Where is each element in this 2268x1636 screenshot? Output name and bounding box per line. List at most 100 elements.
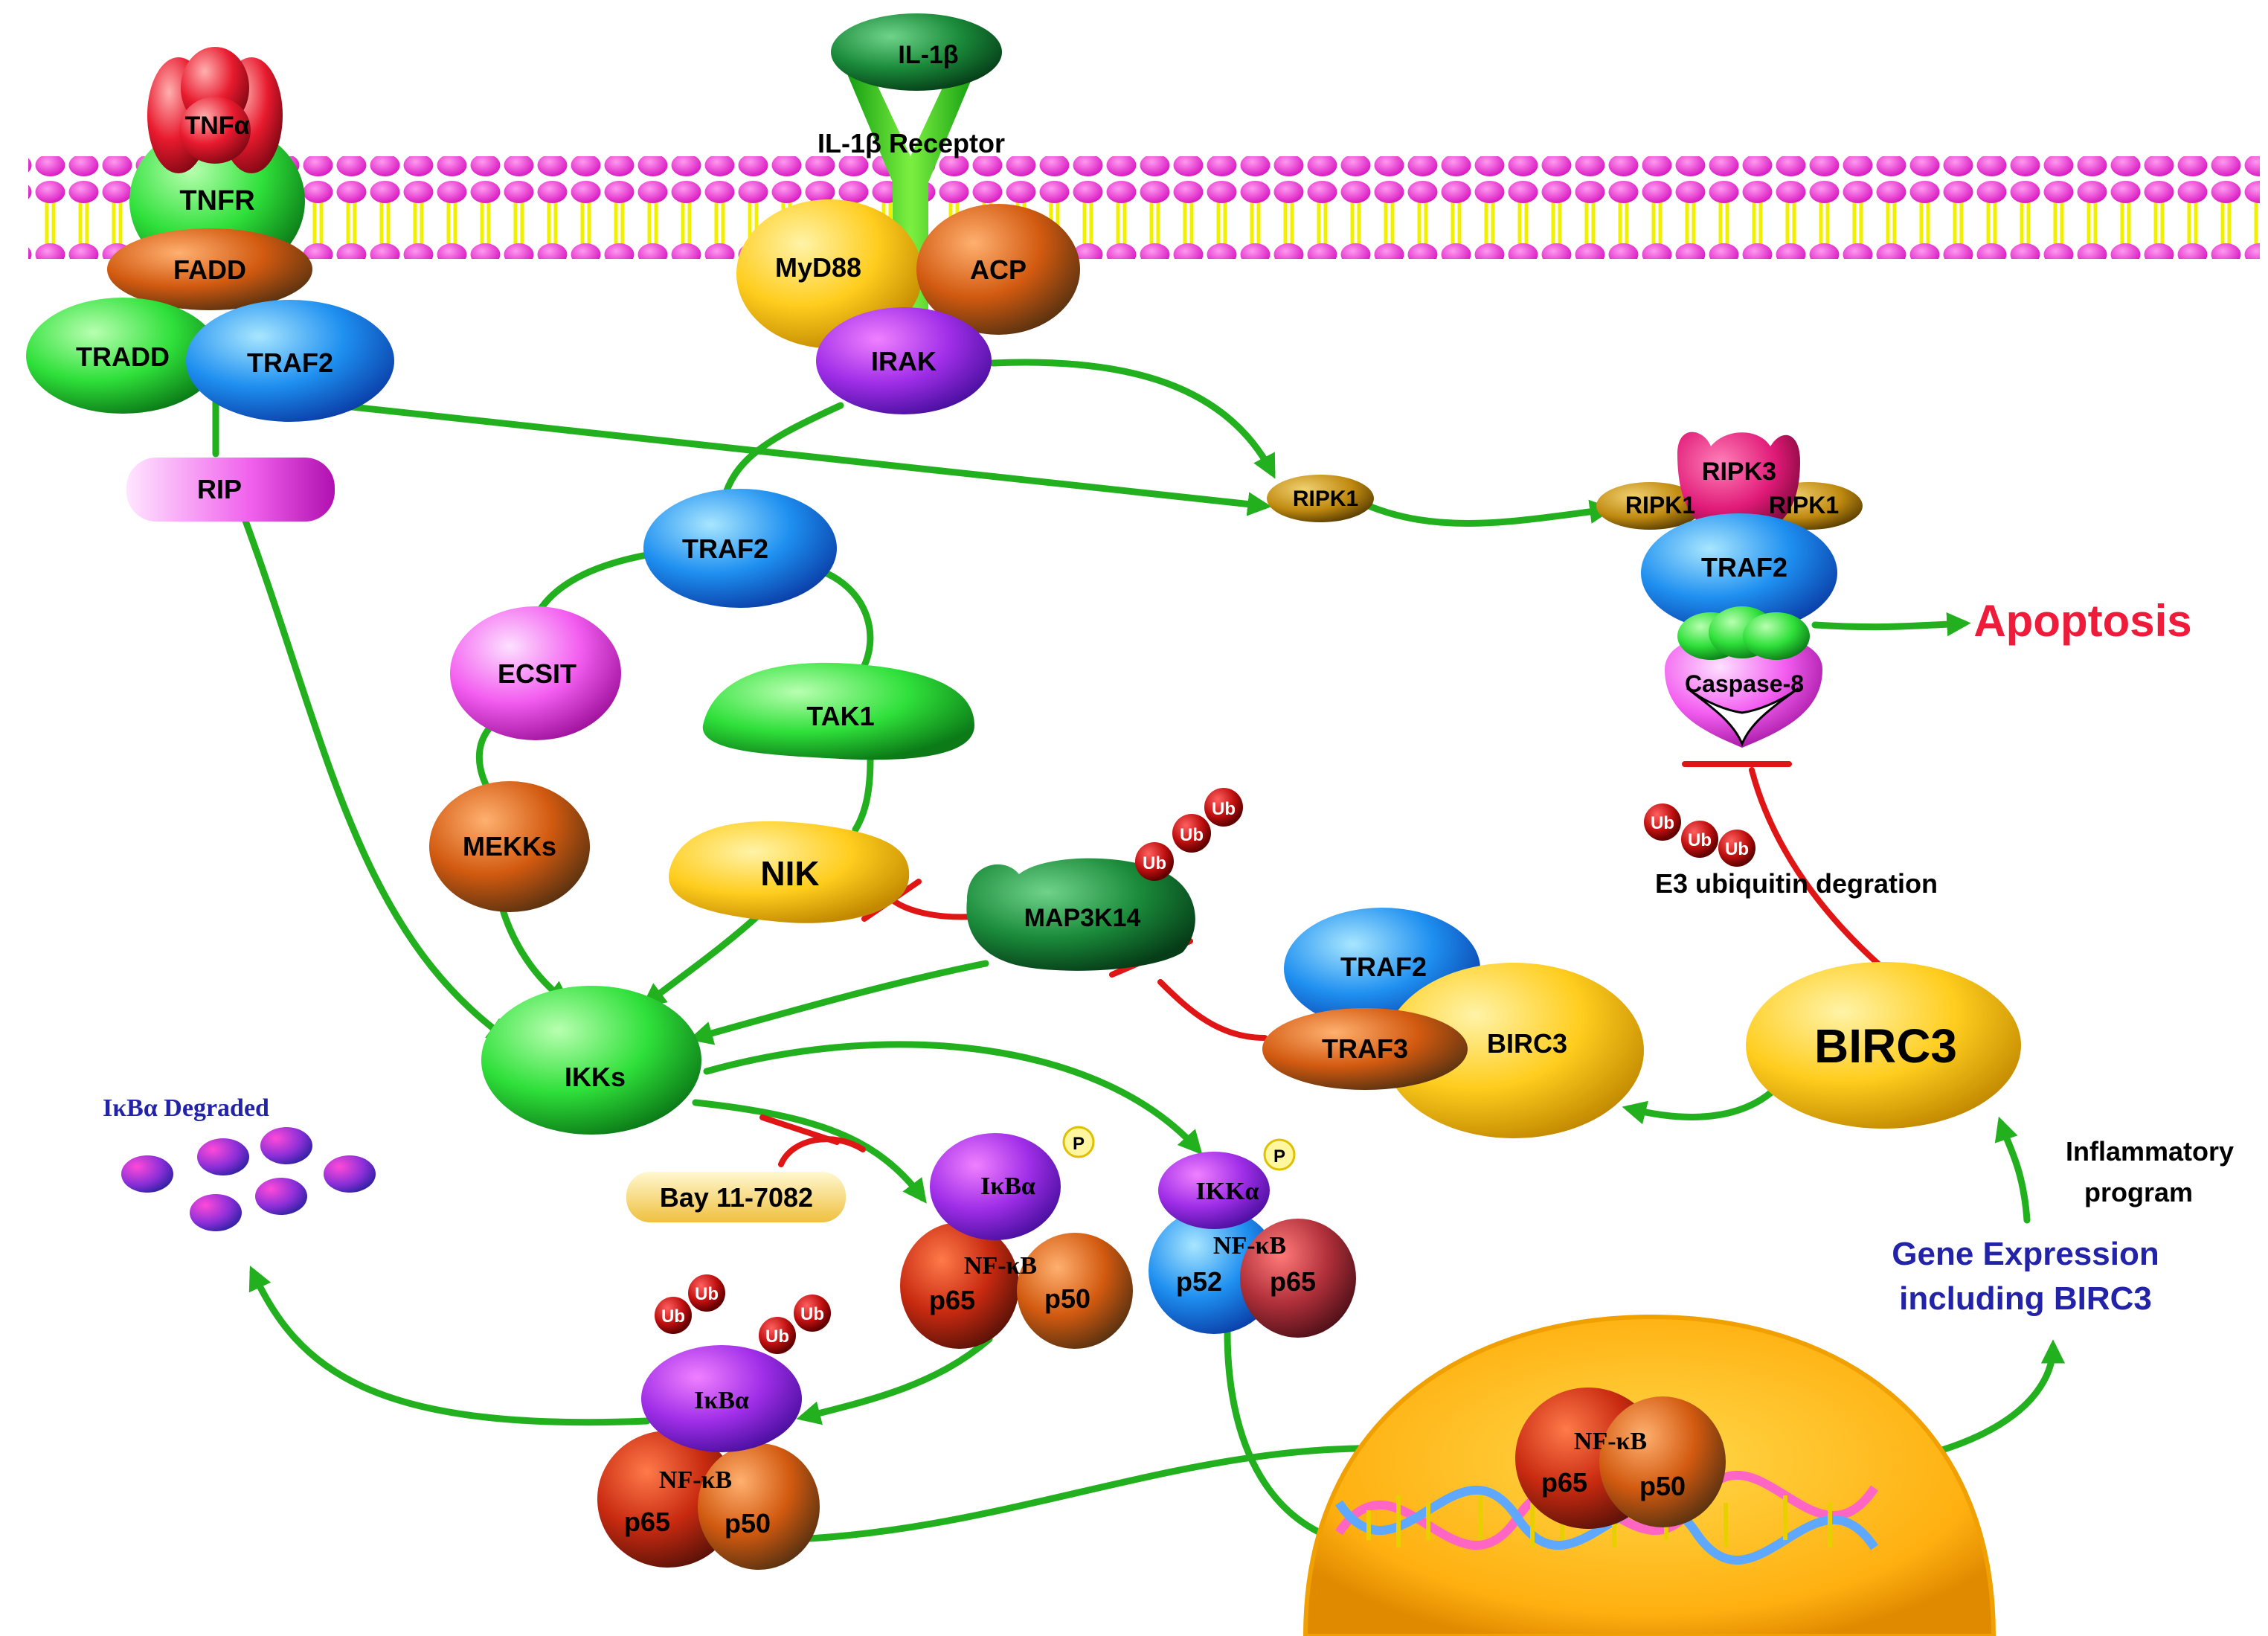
inhibit-bar-ikks [759,1114,840,1145]
ripk3 [1677,432,1800,536]
myd88-label: MyD88 [775,252,861,283]
tnf-receptor-complex: TNFα TNFR FADD TRADD TRAF2 RIP [26,47,394,522]
traf2-birc3-label: TRAF2 [1340,952,1427,982]
traf3-label: TRAF3 [1322,1033,1408,1064]
mekks-label: MEKKs [463,831,556,862]
fragment-3 [260,1127,312,1164]
ecsit-label: ECSIT [498,658,576,689]
birc3-main-label: BIRC3 [1814,1019,1957,1073]
phospho-upper [1062,1126,1095,1158]
ikba-lower [641,1345,802,1452]
arrow-nfkb-to-ikba-ub [796,1335,993,1425]
tradd [26,298,219,414]
inflammatory-label-2: program [2084,1177,2193,1207]
nucleus: NF-κB p65 p50 [1302,1314,1996,1636]
bay-label: Bay 11-7082 [660,1182,813,1213]
ecsit [450,606,621,740]
ikks [481,986,701,1135]
ub-lower-1-label: Ub [661,1306,685,1327]
activation-arrows [212,359,2066,1559]
gene-expression-label-1: Gene Expression [1892,1236,2159,1272]
ub-e3-1 [1644,803,1681,841]
nfkb-nucleus-p50 [1599,1396,1726,1527]
arrow-map3k14-to-ikks [688,960,989,1045]
arrow-to-degraded [248,1266,651,1426]
arrow-traf2-to-ripk1 [335,402,1272,516]
arrow-caspase-to-apoptosis [1811,612,1971,637]
nfkb-upper-p65 [900,1222,1019,1349]
fragment-1 [121,1155,173,1193]
arrow-ikks-to-ikka-complex [703,1041,1203,1155]
fragment-5 [255,1178,307,1215]
traf3 [1262,1008,1468,1090]
inhibit-bay-arc [778,1136,866,1167]
ub-map-1 [1135,842,1174,881]
map3k14-label: MAP3K14 [1024,904,1141,932]
nfkb-lower-label: NF-κB [659,1466,732,1494]
ub-lower-4 [794,1295,831,1332]
fragment-2 [197,1138,249,1175]
ub-lower-2-label: Ub [695,1284,719,1304]
inhibit-birc3-to-caspase8 [1749,767,1885,970]
birc3-traf-complex: TRAF2 BIRC3 TRAF3 BIRC3 [1262,908,2021,1138]
phospho-upper-label: P [1073,1134,1085,1154]
ub-lower-3 [759,1317,796,1354]
traf2-mid-label: TRAF2 [682,533,768,564]
ikba-lower-label: IκBα [694,1387,749,1414]
arrow-birc3-to-complex [1622,1086,1778,1125]
tak1 [702,662,974,760]
nfkb-lower-p65 [597,1431,739,1568]
ikka [1158,1152,1270,1229]
rip [126,458,335,522]
inhibit-birc3-to-map3k14 [1157,979,1268,1041]
rip-label: RIP [197,474,242,504]
nfkb-nucleus-label: NF-κB [1574,1428,1647,1455]
ub-lower-2 [688,1274,725,1312]
fragment-6 [190,1194,242,1231]
arrow-irak-to-ripk1 [989,359,1276,479]
tnfr-label: TNFR [179,185,254,216]
annotations: Inflammatory program Gene Expression inc… [1892,1136,2234,1317]
arrow-nik-to-ikks [641,911,762,1007]
ikba-nfkb-complex-upper: P IκBα NF-κB p65 p50 [900,1126,1133,1349]
ripk3-label: RIPK3 [1702,458,1776,486]
nfkb-upper-label: NF-κB [964,1252,1037,1280]
arrow-ripk1-to-necrosome [1365,499,1614,527]
ub-lower-4-label: Ub [800,1304,824,1324]
ub-map-3-label: Ub [1212,799,1236,819]
ub-e3-1-label: Ub [1651,813,1674,833]
inflammatory-label-1: Inflammatory [2066,1136,2234,1167]
nfkb-upper-p50 [1017,1233,1133,1349]
caspase8 [1665,606,1822,748]
ikba-degraded-label: IκBα Degraded [103,1094,269,1122]
map3k14-ubiquitin: Ub Ub Ub [1135,788,1243,881]
fadd [107,228,312,310]
ub-e3-2 [1681,821,1718,858]
fadd-label: FADD [173,254,246,285]
traf2-top [186,300,394,422]
arrow-gene-expression-to-birc3 [1994,1116,2031,1224]
p65-ikka-label: p65 [1270,1266,1316,1297]
birc3-main [1746,962,2021,1129]
acp [916,204,1080,335]
ikba-upper [930,1133,1061,1240]
ikka-nfkb-complex: P IKKα NF-κB p52 p65 [1149,1138,1356,1338]
p65-nucleus-label: p65 [1541,1467,1587,1498]
p65-upper-label: p65 [929,1285,975,1315]
tnfa-ligand [147,47,283,173]
il1b-receptor-label: IL-1β Receptor [817,128,1005,158]
link-tak1-to-nik [852,755,874,833]
il1b-label: IL-1β [898,41,958,69]
apoptosis-label: Apoptosis [1973,596,2191,646]
birc3-small-label: BIRC3 [1487,1028,1567,1059]
irak-label: IRAK [871,346,937,376]
irak [816,307,992,414]
tnfa-label: TNFα [185,112,250,140]
tak1-label: TAK1 [806,701,874,731]
p65-lower-label: p65 [624,1507,670,1537]
tradd-label: TRADD [76,341,170,372]
fragment-4 [324,1155,376,1193]
traf2-necrosome [1641,513,1837,632]
ikba-upper-label: IκBα [980,1173,1035,1200]
